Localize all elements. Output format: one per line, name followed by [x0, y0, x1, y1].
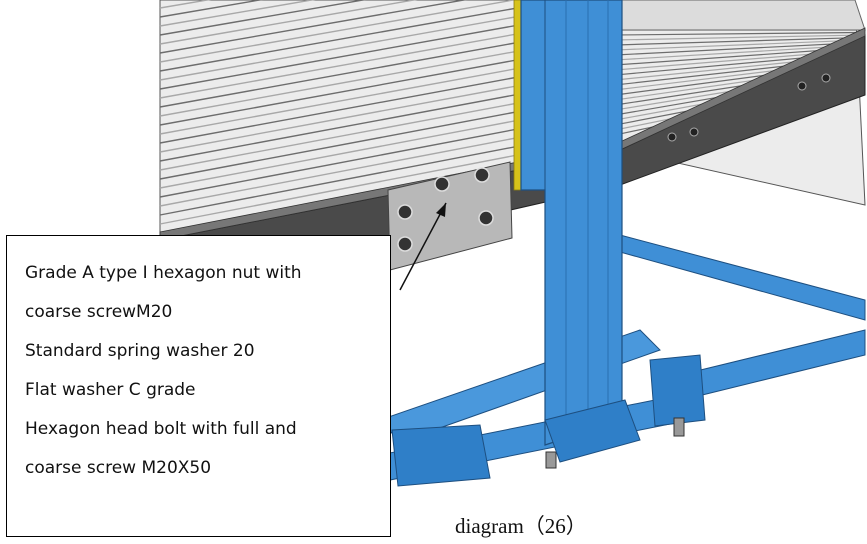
base-frame-rear-rail [619, 234, 866, 321]
hexagon-bolt [397, 204, 413, 220]
callout-arrow-line [399, 202, 447, 291]
platform-rib [159, 0, 264, 18]
hexagon-bolt [478, 210, 494, 226]
column-foot-plate [544, 399, 641, 463]
platform-rib [159, 0, 518, 63]
platform-rib [619, 39, 861, 51]
yellow-strip [513, 0, 522, 191]
connection-plate [387, 161, 513, 271]
platform-rib [159, 0, 316, 27]
base-frame-corner-block [649, 354, 706, 427]
platform-rib [159, 0, 468, 54]
hexagon-bolt [474, 167, 490, 183]
beam-bolt [797, 81, 807, 91]
leveling-foot [545, 451, 557, 469]
callout-arrow [399, 202, 447, 291]
beam-bolt [689, 127, 699, 137]
platform-rib [619, 36, 861, 46]
beam-bolt [821, 73, 831, 83]
hexagon-bolt [397, 236, 413, 252]
platform-far-edge [609, 0, 866, 31]
vertical-column [520, 0, 641, 463]
platform-rib [159, 0, 368, 36]
callout-line-flat-washer: Flat washer C grade [25, 380, 196, 400]
callout-line-spring-washer: Standard spring washer 20 [25, 341, 255, 361]
base-frame-right-rail [679, 329, 866, 399]
callout-line-nut-2: coarse screwM20 [25, 302, 173, 322]
base-frame-left-block [391, 424, 491, 487]
callout-line-bolt-1: Hexagon head bolt with full and [25, 419, 297, 439]
platform-rib [159, 0, 418, 45]
platform-rib [619, 44, 861, 61]
platform-rib [619, 34, 861, 41]
callout-line-bolt-2: coarse screw M20X50 [25, 458, 212, 478]
beam-bolt [667, 132, 677, 142]
hexagon-bolt [434, 176, 450, 192]
leveling-foot [673, 417, 685, 437]
parts-callout-box: Grade A type I hexagon nut with coarse s… [6, 235, 391, 537]
callout-arrow-head [436, 203, 446, 217]
platform-rib [619, 42, 861, 56]
callout-line-nut-1: Grade A type I hexagon nut with [25, 263, 302, 283]
diagram-caption: diagram（26） [455, 514, 587, 538]
platform-rib [619, 31, 861, 36]
